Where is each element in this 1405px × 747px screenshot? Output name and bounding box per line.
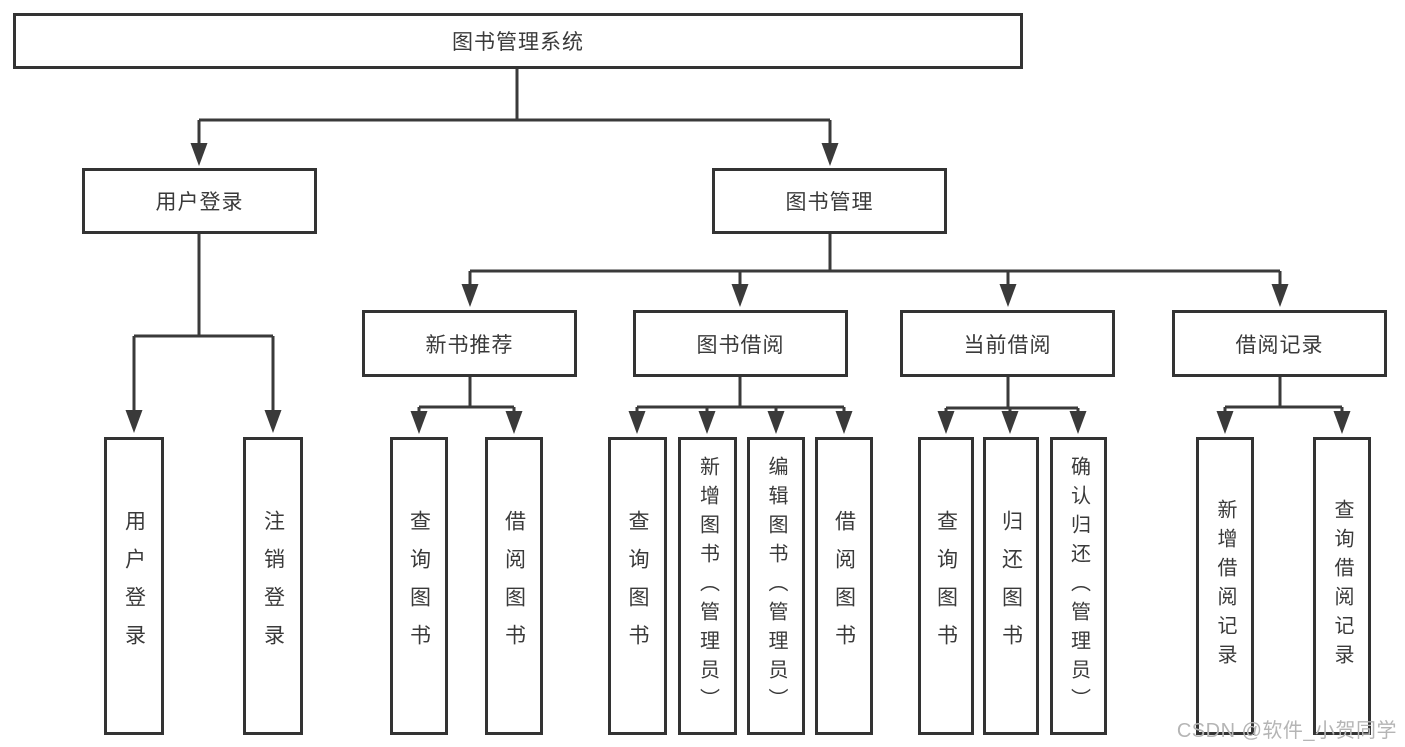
arrowhead [999, 284, 1017, 307]
leaf-query-books-borrow: 查询图书 [608, 437, 667, 735]
leaf-query-books-recommend-label: 查询图书 [407, 510, 431, 662]
leaf-borrow-books-recommend: 借阅图书 [485, 437, 543, 735]
leaf-user-login-label: 用户登录 [122, 510, 146, 662]
leaf-borrow-books-label: 借阅图书 [832, 510, 856, 662]
leaf-add-borrow-record-label: 新增借阅记录 [1214, 499, 1236, 673]
arrowhead [731, 284, 749, 307]
leaf-borrow-books: 借阅图书 [815, 437, 873, 735]
connector-book-management-to-level3 [461, 234, 1289, 307]
node-borrowing-records-label: 借阅记录 [1235, 333, 1324, 357]
leaf-add-borrow-record: 新增借阅记录 [1196, 437, 1254, 735]
node-user-login: 用户登录 [82, 168, 317, 234]
node-user-login-label: 用户登录 [155, 191, 244, 214]
node-current-borrowing-label: 当前借阅 [963, 333, 1052, 357]
leaf-query-books-current: 查询图书 [918, 437, 974, 735]
arrowhead [1001, 411, 1019, 434]
node-root-label: 图书管理系统 [452, 31, 584, 54]
leaf-logout-label: 注销登录 [261, 510, 285, 662]
leaf-query-books-recommend: 查询图书 [390, 437, 448, 735]
node-book-borrowing-label: 图书借阅 [696, 333, 785, 357]
arrowhead [461, 284, 479, 307]
arrowhead [835, 411, 853, 434]
leaf-query-borrow-record-label: 查询借阅记录 [1331, 499, 1353, 673]
connector-borrowing-records-to-leaves [1216, 377, 1351, 434]
arrowhead [767, 411, 785, 434]
arrowhead [1271, 284, 1289, 307]
leaf-query-books-current-label: 查询图书 [934, 510, 958, 662]
connector-new-books-to-leaves [410, 377, 523, 434]
connector-book-borrowing-to-leaves [628, 377, 853, 434]
leaf-add-book-admin-label: 新增图书（管理员） [696, 455, 719, 717]
leaf-query-borrow-record: 查询借阅记录 [1313, 437, 1371, 735]
node-book-borrowing: 图书借阅 [633, 310, 848, 377]
arrowhead [190, 143, 208, 166]
node-root: 图书管理系统 [13, 13, 1023, 69]
arrowhead [125, 410, 143, 433]
leaf-user-login: 用户登录 [104, 437, 164, 735]
csdn-watermark: CSDN @软件_小贺同学 [1176, 720, 1397, 742]
arrowhead [410, 411, 428, 434]
connector-current-borrowing-to-leaves [937, 377, 1087, 434]
node-current-borrowing: 当前借阅 [900, 310, 1115, 377]
arrowhead [628, 411, 646, 434]
arrowhead [1333, 411, 1351, 434]
leaf-logout: 注销登录 [243, 437, 303, 735]
arrowhead [264, 410, 282, 433]
connector-root-to-level2 [190, 69, 839, 166]
connector-user-login-to-leaves [125, 234, 282, 433]
node-new-book-recommendation-label: 新书推荐 [425, 333, 514, 357]
leaf-edit-book-admin: 编辑图书（管理员） [747, 437, 805, 735]
leaf-return-books-label: 归还图书 [999, 510, 1023, 662]
node-new-book-recommendation: 新书推荐 [362, 310, 577, 377]
arrowhead [821, 143, 839, 166]
leaf-return-books: 归还图书 [983, 437, 1039, 735]
leaf-borrow-books-recommend-label: 借阅图书 [502, 510, 526, 662]
leaf-add-book-admin: 新增图书（管理员） [678, 437, 737, 735]
leaf-edit-book-admin-label: 编辑图书（管理员） [765, 455, 787, 717]
leaf-confirm-return-admin: 确认归还（管理员） [1050, 437, 1107, 735]
node-book-management-label: 图书管理 [785, 191, 874, 214]
arrowhead [505, 411, 523, 434]
leaf-query-books-borrow-label: 查询图书 [626, 510, 649, 662]
arrowhead [698, 411, 716, 434]
arrowhead [1069, 411, 1087, 434]
node-borrowing-records: 借阅记录 [1172, 310, 1387, 377]
leaf-confirm-return-admin-label: 确认归还（管理员） [1067, 455, 1090, 717]
arrowhead [1216, 411, 1234, 434]
arrowhead [937, 411, 955, 434]
node-book-management: 图书管理 [712, 168, 947, 234]
